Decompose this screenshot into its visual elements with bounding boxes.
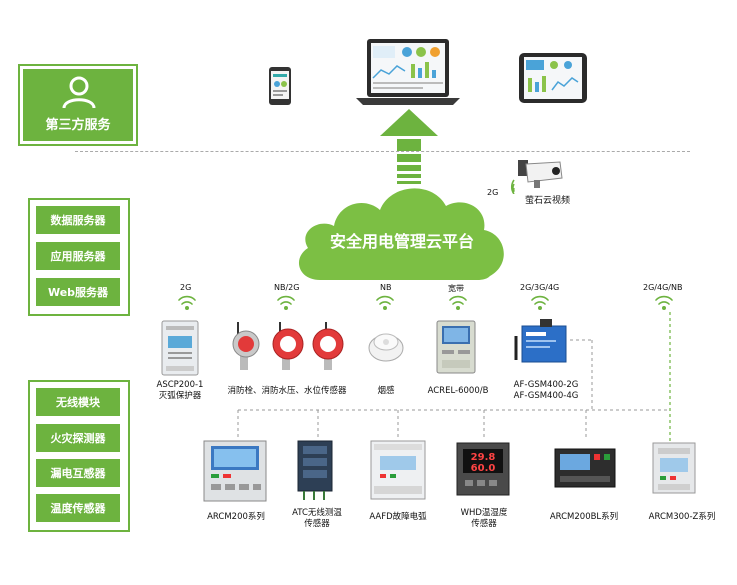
wifi-icon [531, 295, 549, 311]
arcm200-device [203, 440, 267, 502]
fire-hydrant-sensors [232, 322, 344, 370]
meter-display-line1: 29.8 [471, 452, 496, 463]
server-item-web: Web服务器 [36, 278, 120, 306]
bottom-label-arcm300z: ARCM300-Z系列 [648, 512, 716, 522]
gsm-module [514, 319, 567, 363]
bottom-label-arcm200: ARCM200系列 [207, 512, 265, 522]
acrel-6000-terminal [436, 320, 476, 374]
camera-label: 萤石云视频 [525, 196, 571, 206]
separator-line [75, 151, 690, 152]
user-icon [62, 76, 96, 109]
arcm200bl-device [554, 448, 616, 488]
device-label-gsm: AF-GSM400-2G AF-GSM400-4G [513, 380, 579, 401]
signal-label-5: 2G/3G/4G [520, 283, 560, 292]
bottom-label-atc: ATC无线测温 传感器 [292, 508, 342, 529]
server-item-data: 数据服务器 [36, 206, 120, 234]
aafd-arc-device [370, 440, 426, 500]
arcm300-z-device [652, 442, 696, 494]
meter-display-line2: 60.0 [471, 463, 496, 474]
terminal-item-fire: 火灾探测器 [36, 424, 120, 452]
camera-wifi-icon [510, 179, 515, 194]
signal-label-3: NB [380, 283, 392, 292]
camera-icon [518, 160, 563, 188]
tablet-icon [519, 53, 587, 103]
terminal-item-wireless: 无线模块 [36, 388, 120, 416]
device-label-acrel6000: ACREL-6000/B [427, 386, 489, 396]
wifi-icon [178, 295, 196, 311]
terminals-panel: 无线模块 火灾探测器 漏电互感器 温度传感器 [28, 380, 130, 532]
wifi-icon [277, 295, 295, 311]
smoke-detector [368, 333, 404, 362]
signal-label-4: 宽带 [448, 284, 464, 293]
smartphone-icon [269, 67, 291, 105]
servers-panel: 数据服务器 应用服务器 Web服务器 [28, 198, 130, 316]
atc-temp-sensor [297, 440, 333, 500]
signal-label-6: 2G/4G/NB [643, 283, 683, 292]
wifi-icon [449, 295, 467, 311]
terminal-item-temp: 温度传感器 [36, 494, 120, 522]
signal-label-1: 2G [180, 283, 192, 292]
device-label-hydrant: 消防栓、消防水压、水位传感器 [227, 386, 347, 396]
wifi-icon [655, 295, 673, 311]
device-label-smoke: 烟感 [377, 386, 395, 396]
arc-protector-device [161, 320, 199, 376]
cloud-label: 安全用电管理云平台 [329, 232, 474, 251]
server-item-app: 应用服务器 [36, 242, 120, 270]
camera-signal: 2G [487, 188, 499, 197]
bottom-label-aafd: AAFD故障电弧 [369, 512, 427, 522]
bottom-label-arcm200bl: ARCM200BL系列 [549, 512, 619, 522]
bottom-label-whd: WHD温湿度 传感器 [460, 508, 508, 529]
upward-arrow [380, 109, 438, 184]
third-party-label: 第三方服务 [45, 118, 111, 133]
third-party-service-box: 第三方服务 [18, 64, 138, 146]
terminal-item-leakage: 漏电互感器 [36, 459, 120, 487]
device-label-ascp200: ASCP200-1 灭弧保护器 [156, 380, 204, 401]
cloud-platform [298, 188, 504, 280]
whd-humidity-controller: 29.8 60.0 [456, 442, 510, 496]
signal-label-2: NB/2G [274, 283, 300, 292]
laptop-icon [356, 39, 460, 105]
wifi-icon [376, 295, 394, 311]
